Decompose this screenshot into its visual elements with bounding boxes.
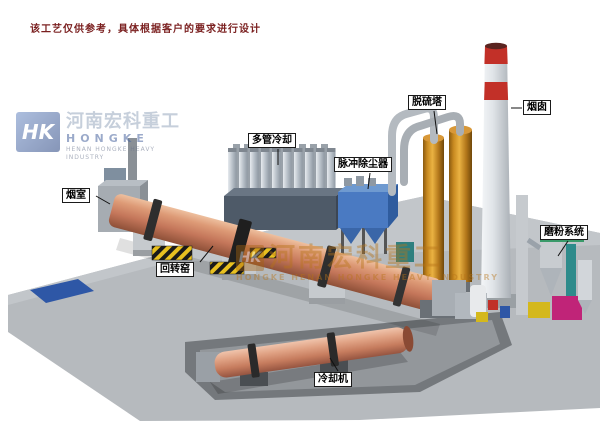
label-grinding-system: 磨粉系统: [540, 225, 588, 240]
company-watermark-left: HK 河南宏科重工 HONGKE HENAN HONGKE HEAVY INDU…: [16, 112, 186, 162]
hk-logo-icon: HK: [16, 112, 60, 152]
blue-pad: [30, 279, 94, 303]
cooling-machine-graphic: [196, 325, 414, 394]
label-smoke-chamber: 烟室: [62, 188, 90, 203]
label-pulse-dust-collector: 脉冲除尘器: [334, 157, 392, 172]
leader-lines: [95, 107, 569, 372]
company-name-en: HENAN HONGKE HEAVY INDUSTRY: [66, 146, 156, 161]
multi-tube-cooler-graphic: [224, 144, 346, 230]
hazard-barriers: [151, 245, 277, 275]
chimney-graphic: [478, 42, 516, 308]
kiln-shadow: [116, 238, 440, 336]
company-name-cn: 河南宏科重工: [66, 111, 180, 132]
label-desulfurization-tower: 脱硫塔: [408, 95, 446, 110]
label-chimney: 烟囱: [523, 100, 551, 115]
disclaimer-note: 该工艺仅供参考，具体根据客户的要求进行设计: [30, 24, 261, 35]
pulse-dust-collector-graphic: [338, 176, 398, 254]
label-rotary-kiln: 回转窑: [156, 262, 194, 277]
duct-pipes: [388, 104, 464, 196]
kiln-hood-graphic: [396, 242, 487, 319]
label-multi-tube-cooler: 多管冷却: [248, 133, 296, 148]
brand-en: HONGKE: [66, 132, 149, 145]
label-cooling-machine: 冷却机: [314, 372, 352, 387]
